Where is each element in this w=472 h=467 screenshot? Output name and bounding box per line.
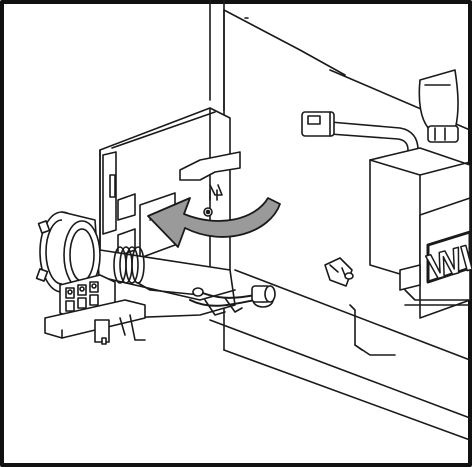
rotation-arrow xyxy=(147,197,281,248)
pipe-assembly xyxy=(301,69,459,161)
clip-bracket xyxy=(179,151,241,217)
coil-spring xyxy=(113,246,201,296)
component-box: WI xyxy=(369,147,472,319)
brand-label: WI xyxy=(423,237,472,288)
mounting-plate xyxy=(44,299,146,345)
wire-harness xyxy=(189,285,276,316)
